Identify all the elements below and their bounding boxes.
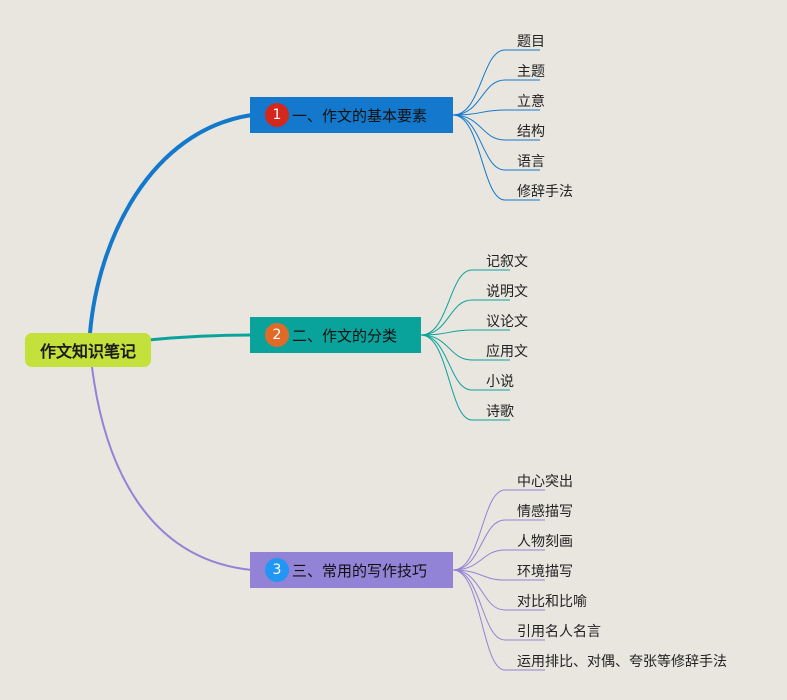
branch-3-leaf-line — [452, 569, 545, 641]
branch-2-label: 二、作文的分类 — [292, 326, 398, 345]
central-topic[interactable]: 作文知识笔记 — [25, 333, 151, 367]
branch-3-leaf-line — [452, 549, 545, 571]
leaf-focus[interactable]: 中心突出 — [517, 474, 573, 490]
branch-2-leaf-line — [420, 334, 510, 361]
branch-3-leaf-line — [452, 569, 545, 581]
number-badge-2: 2 — [265, 323, 289, 347]
leaf-emotion[interactable]: 情感描写 — [517, 504, 573, 520]
branch-1-leaf-line — [452, 114, 540, 141]
branch-3-leaf-line — [452, 569, 545, 611]
branch-3-leaf-line — [452, 519, 545, 571]
branch-1-leaf-line — [452, 114, 540, 171]
leaf-novel[interactable]: 小说 — [486, 374, 514, 390]
leaf-topic[interactable]: 题目 — [517, 34, 545, 50]
leaf-argumentative[interactable]: 议论文 — [486, 314, 528, 330]
branch-1[interactable]: 1 一、作文的基本要素 — [250, 97, 453, 133]
root-to-branch-1-line — [88, 113, 253, 334]
branch-3[interactable]: 3 三、常用的写作技巧 — [250, 552, 453, 588]
leaf-contrast[interactable]: 对比和比喻 — [517, 594, 587, 610]
number-badge-3: 3 — [265, 558, 289, 582]
branch-3-leaf-line — [452, 569, 545, 671]
branch-2-leaf-line — [420, 329, 510, 336]
leaf-intent[interactable]: 立意 — [517, 94, 545, 110]
leaf-environment[interactable]: 环境描写 — [517, 564, 573, 580]
leaf-narrative[interactable]: 记叙文 — [486, 254, 528, 270]
central-topic-label: 作文知识笔记 — [39, 342, 136, 361]
leaf-rhetoric[interactable]: 修辞手法 — [517, 184, 573, 200]
leaf-quotes[interactable]: 引用名人名言 — [517, 624, 601, 640]
leaf-practical[interactable]: 应用文 — [486, 344, 528, 360]
leaf-language[interactable]: 语言 — [517, 154, 545, 170]
branch-1-leaf-line — [452, 49, 540, 116]
leaf-poetry[interactable]: 诗歌 — [486, 404, 514, 420]
branch-2-leaf-line — [420, 334, 510, 391]
root-to-branch-2-line — [147, 333, 253, 342]
branch-1-label: 一、作文的基本要素 — [292, 106, 428, 125]
branch-2[interactable]: 2 二、作文的分类 — [250, 317, 421, 353]
branch-1-leaf-line — [452, 109, 540, 116]
leaf-structure[interactable]: 结构 — [517, 124, 545, 140]
number-badge-1: 1 — [265, 103, 289, 127]
leaf-theme[interactable]: 主题 — [517, 64, 545, 80]
leaf-expository[interactable]: 说明文 — [486, 284, 528, 300]
branch-2-leaf-line — [420, 269, 510, 336]
branch-3-label: 三、常用的写作技巧 — [292, 561, 428, 580]
branch-1-leaf-line — [452, 79, 540, 116]
leaf-devices[interactable]: 运用排比、对偶、夸张等修辞手法 — [517, 654, 727, 670]
branch-2-leaf-line — [420, 299, 510, 336]
leaf-character[interactable]: 人物刻画 — [517, 534, 573, 550]
root-to-branch-3-line — [91, 366, 253, 571]
branch-1-leaf-line — [452, 114, 540, 201]
branch-3-leaf-line — [452, 489, 545, 571]
branch-2-leaf-line — [420, 334, 510, 421]
